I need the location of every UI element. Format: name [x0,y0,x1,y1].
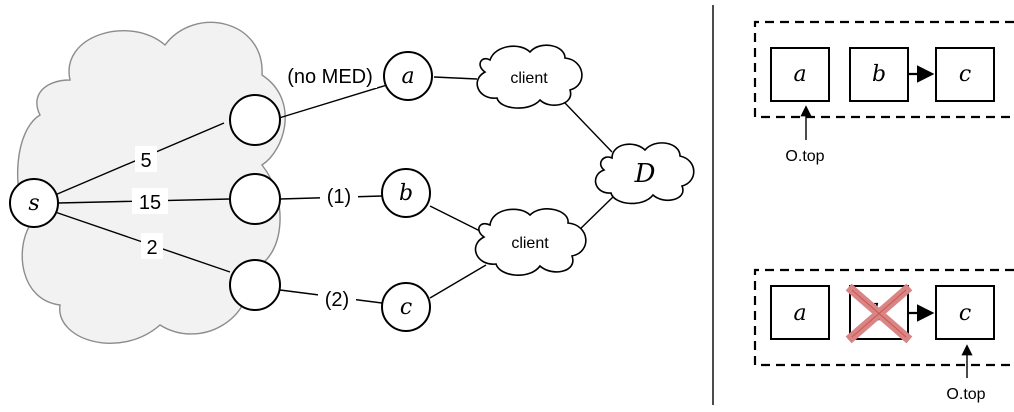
list-bottom-item-c [935,285,995,340]
destination-label: D [634,159,656,189]
destination-cloud [594,142,695,205]
edge-client-top-D [564,102,613,153]
list-top-item-a [770,47,830,102]
client-cloud-top [476,44,583,109]
edge-weight-bottom: 2 [146,237,157,259]
router-label-a: a [401,64,414,89]
list-top-item-a-label: a [793,62,806,87]
weight-bg [141,233,163,259]
list-bottom-item-a-label: a [793,301,806,326]
router-node-b [381,168,431,218]
weight-bg [135,146,157,172]
intermediate-node-top [229,94,281,146]
router-label-c: c [400,295,412,320]
source-node-label: s [28,191,39,216]
weight-bg [132,188,168,214]
list-bottom-container [753,268,1014,367]
router-node-c [381,282,431,332]
list-bottom-item-a [770,285,830,340]
edge-c-client [429,264,487,299]
list-bottom-pointer-label: O.top [946,386,985,403]
edge-top-a [278,84,388,119]
med-bg [318,285,356,311]
source-node [9,178,59,228]
intermediate-node-bottom [229,259,281,311]
x-cross-icon [845,283,913,344]
client-cloud-bottom [474,208,587,276]
client-label-top: client [510,70,548,87]
client-label-bottom: client [511,235,549,252]
list-top-item-c [935,47,995,102]
list-top-container [753,20,1014,119]
med-bg [285,62,377,88]
med-label-b: (1) [327,186,351,208]
edge-b-client [429,205,487,235]
med-bg [320,182,358,208]
router-node-a [383,51,433,101]
list-top-pointer-label: O.top [785,148,824,165]
intermediate-node-middle [229,173,281,225]
med-label-c: (2) [325,289,349,311]
list-top-item-c-label: c [959,62,971,87]
list-top-item-b-label: b [872,62,886,87]
med-label-a: (no MED) [287,66,373,88]
edge-weight-top: 5 [140,150,151,172]
router-label-b: b [399,181,413,206]
edge-weight-middle: 15 [139,192,161,214]
list-bottom-item-c-label: c [959,301,971,326]
edge-a-client [433,76,478,80]
